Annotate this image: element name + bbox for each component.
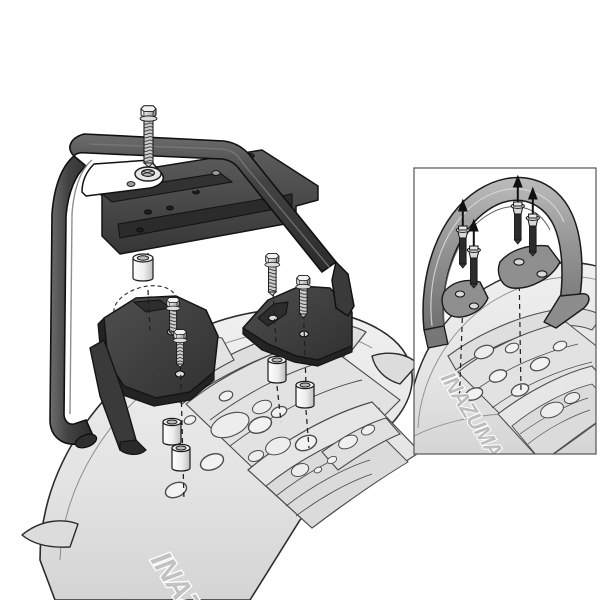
hex-flange-bolt <box>172 329 188 368</box>
hex-flange-bolt <box>139 105 158 168</box>
inset-subframe-hole <box>552 340 568 352</box>
inset-subframe-hole <box>504 342 520 354</box>
cylindrical-spacer <box>295 380 315 409</box>
inset-fasteners <box>455 201 540 289</box>
axis-right-bolt-2 <box>302 295 307 386</box>
subframe-hole <box>294 434 318 452</box>
bracket-left <box>89 295 219 456</box>
cylindrical-spacer <box>267 355 287 384</box>
spacers-main <box>132 253 315 472</box>
subframe-hole <box>218 390 234 402</box>
flat-washer <box>134 166 162 182</box>
subframe-hole <box>183 415 197 425</box>
bracket-hole <box>174 370 186 378</box>
axis-right-bolt-2-ext <box>305 409 310 449</box>
arrow-up-icon <box>527 186 538 214</box>
subframe-hole <box>247 416 273 434</box>
grab-rail-bolt <box>510 201 525 245</box>
inset-view: INAZUMA <box>413 167 597 455</box>
cylindrical-spacer <box>162 417 182 446</box>
subframe-hole <box>164 481 188 499</box>
inset-subframe-hole <box>488 369 508 383</box>
axis-left-bracket <box>179 347 185 501</box>
grab-rail-bolt <box>466 245 481 289</box>
arrow-up-icon <box>457 198 468 226</box>
inset-frame-border <box>413 167 597 455</box>
rack-frame <box>49 133 355 449</box>
axis-right-bolt-ext <box>276 385 282 423</box>
inset-subframe-hole <box>510 383 530 397</box>
subframe-hole <box>199 453 225 471</box>
cylindrical-spacer <box>171 443 191 472</box>
inset-subframe-hole <box>464 387 484 401</box>
arrow-up-icon <box>512 174 523 202</box>
arrow-up-icon <box>468 218 479 246</box>
fasteners-main <box>139 105 312 368</box>
hex-flange-bolt <box>264 252 281 297</box>
bracket-hole <box>268 314 278 322</box>
grab-rail-bolt <box>455 225 470 269</box>
fairing-winglet-left <box>21 520 79 548</box>
axis-center-lower <box>147 289 151 331</box>
grab-rail-tabs <box>441 244 561 318</box>
inset-subframe <box>447 307 596 454</box>
hex-flange-bolt <box>295 274 312 319</box>
axis-inset-left <box>458 299 464 409</box>
fairing-winglet-right <box>371 352 419 385</box>
inset-subframe-hole <box>529 356 551 372</box>
cylindrical-spacer <box>132 253 154 282</box>
grab-rail-tab-right <box>497 244 561 289</box>
grab-rail-bolt <box>525 213 540 257</box>
main-view: INAZUMA <box>21 105 421 600</box>
removal-arrows <box>457 174 538 246</box>
bracket-right <box>242 285 353 367</box>
